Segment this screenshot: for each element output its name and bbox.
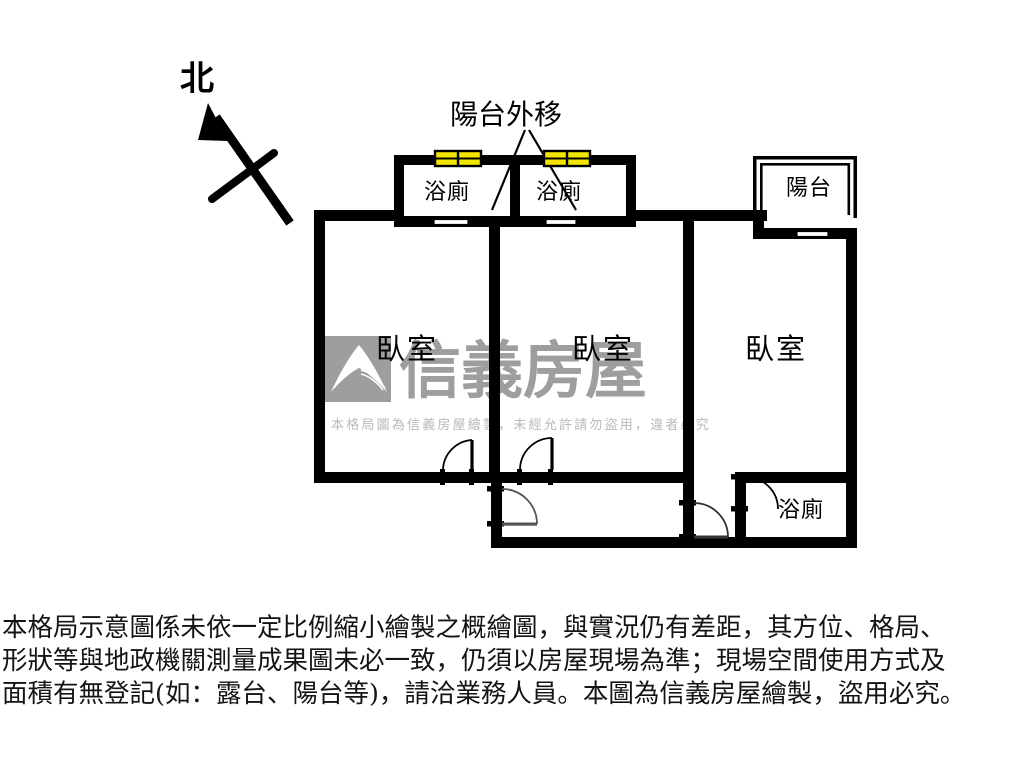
window-bath-left-icon — [433, 149, 483, 168]
north-arrow-icon — [198, 103, 294, 226]
sliding-door-bath-right-icon — [500, 216, 636, 227]
disclaimer-line-3: 面積有無登記(如：露台、陽台等)，請洽業務人員。本圖為信義房屋繪製，盜用必究。 — [2, 679, 966, 709]
room-label-bedroom-right: 臥室 — [745, 332, 808, 366]
swing-door-bedroom-center-icon — [517, 437, 554, 485]
balcony-outline — [753, 156, 857, 234]
room-label-bedroom-left: 臥室 — [376, 332, 439, 366]
callout-leader-lines — [490, 129, 577, 211]
window-bath-right-icon — [542, 149, 592, 168]
room-label-bathroom-top-left: 浴廁 — [424, 180, 471, 205]
callout-balcony-relocated-label: 陽台外移 — [450, 98, 563, 131]
swing-door-bathroom-bottom-icon — [731, 474, 779, 512]
room-label-bedroom-center: 臥室 — [572, 332, 635, 366]
room-label-bathroom-top-right: 浴廁 — [536, 180, 583, 205]
disclaimer-line-1: 本格局示意圖係未依一定比例縮小繪製之概繪圖，與實況仍有差距，其方位、格局、 — [2, 613, 946, 643]
room-label-bathroom-bottom-right: 浴廁 — [778, 498, 825, 523]
swing-door-bedroom-left-icon — [440, 439, 474, 485]
disclaimer: 本格局示意圖係未依一定比例縮小繪製之概繪圖，與實況仍有差距，其方位、格局、 形狀… — [2, 612, 1022, 711]
room-label-balcony: 陽台 — [786, 176, 833, 201]
disclaimer-line-2: 形狀等與地政機關測量成果圖未必一致，仍須以房屋現場為準；現場空間使用方式及 — [2, 646, 946, 676]
swing-door-hall-left-icon — [487, 486, 538, 527]
sliding-door-bath-left-icon — [394, 216, 500, 227]
sliding-door-balcony-icon — [764, 228, 857, 239]
swing-door-hall-right-icon — [679, 500, 729, 540]
compass-north-label: 北 — [180, 59, 214, 99]
